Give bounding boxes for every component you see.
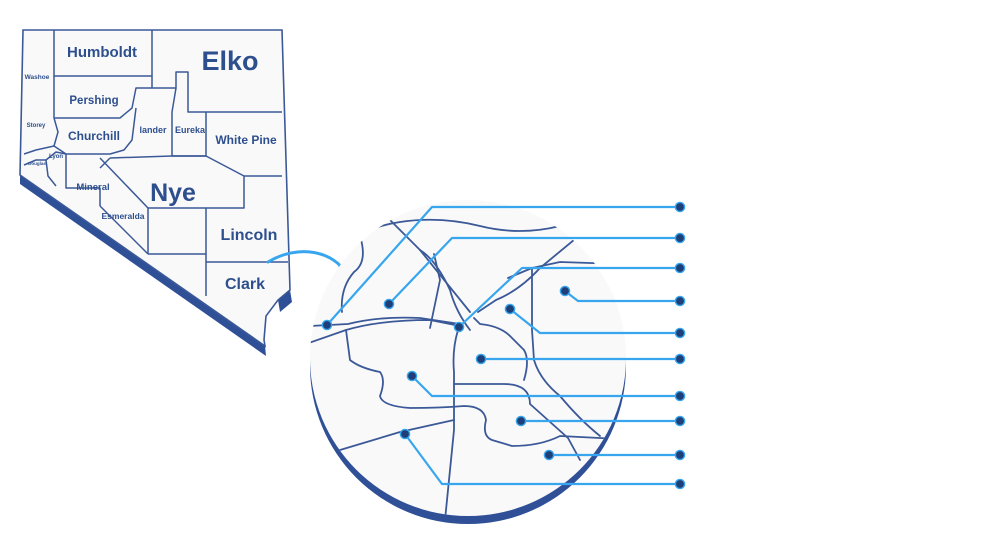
inset-face — [310, 200, 626, 516]
county-label-eureka: Eureka — [175, 125, 206, 135]
callout-line-2 — [388, 236, 680, 305]
callout-10 — [399, 428, 686, 490]
county-labels: Humboldt ElkoWashoePershingStoreyChurchil… — [25, 44, 278, 293]
callout-anchor-dot-6 — [475, 353, 487, 365]
county-label-mineral: Mineral — [76, 182, 109, 193]
county-label-washoe: Washoe — [25, 74, 50, 81]
county-label-lincoln: Lincoln — [221, 227, 278, 244]
callout-end-dot-7 — [674, 390, 686, 402]
callout-8 — [515, 415, 686, 427]
callout-line-3 — [458, 266, 680, 328]
county-label-nye: Nye — [150, 179, 196, 207]
callout-line-5 — [509, 308, 680, 335]
zoom-inset-circle — [310, 200, 686, 524]
callout-anchor-dot-3 — [453, 321, 465, 333]
county-label-lander: lander — [139, 125, 167, 135]
callout-line-10 — [404, 433, 680, 486]
callout-anchor-dot-8 — [515, 415, 527, 427]
callout-anchor-dot-2 — [383, 298, 395, 310]
callout-end-dot-6 — [674, 353, 686, 365]
nevada-land — [19, 29, 291, 348]
inset-callouts — [321, 201, 686, 490]
callout-end-dot-3 — [674, 262, 686, 274]
callout-9 — [543, 449, 686, 461]
callout-anchor-dot-5 — [504, 303, 516, 315]
callout-end-dot-1 — [674, 201, 686, 213]
callout-3 — [453, 262, 686, 333]
callout-end-dot-5 — [674, 327, 686, 339]
callout-2 — [383, 232, 686, 310]
county-label-clark: Clark — [225, 276, 265, 293]
callout-end-dot-4 — [674, 295, 686, 307]
callout-7 — [406, 370, 686, 402]
county-borders — [23, 30, 288, 296]
county-label-churchill: Churchill — [68, 129, 120, 143]
callout-4 — [559, 285, 686, 307]
callout-anchor-dot-1 — [321, 319, 333, 331]
callout-6 — [475, 353, 686, 365]
callout-5 — [504, 303, 686, 339]
callout-end-dot-9 — [674, 449, 686, 461]
county-label-douglas: Douglas — [28, 161, 46, 166]
county-label-esmeralda: Esmeralda — [102, 211, 145, 221]
callout-anchor-dot-7 — [406, 370, 418, 382]
callout-anchor-dot-9 — [543, 449, 555, 461]
callout-1 — [321, 201, 686, 331]
county-label-humboldt: Humboldt — [67, 44, 137, 61]
callout-line-1 — [326, 205, 680, 326]
callout-end-dot-8 — [674, 415, 686, 427]
county-label-storey: Storey — [27, 123, 46, 129]
callout-line-7 — [411, 375, 680, 398]
callout-line-4 — [564, 290, 680, 303]
map-shadow-edge-right — [278, 290, 292, 312]
county-label-pershing: Pershing — [69, 95, 118, 107]
county-label-white-pine: White Pine — [215, 133, 277, 147]
callout-anchor-dot-10 — [399, 428, 411, 440]
callout-end-dot-10 — [674, 478, 686, 490]
nevada-state-map: Humboldt ElkoWashoePershingStoreyChurchil… — [19, 29, 356, 356]
callout-end-dot-2 — [674, 232, 686, 244]
county-label-lyon: Lyon — [49, 154, 63, 160]
county-label-elko: Elko — [201, 46, 258, 76]
callout-anchor-dot-4 — [559, 285, 571, 297]
